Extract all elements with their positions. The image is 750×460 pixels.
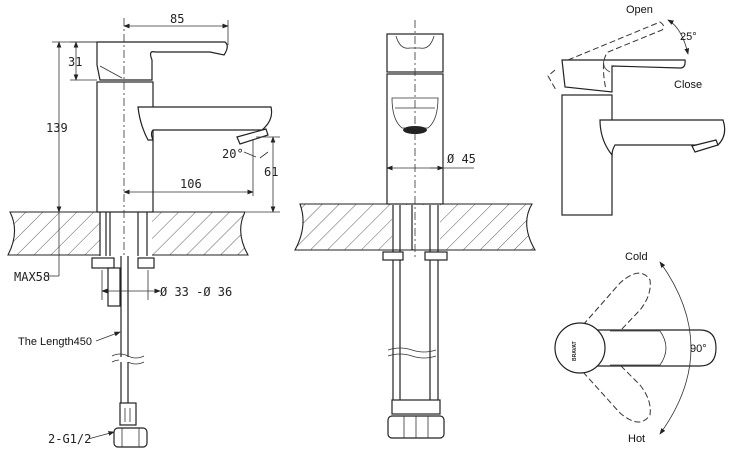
tilt-body: [561, 94, 613, 216]
connector-label: 2-G1/2: [48, 432, 91, 446]
dim-handle-height: 31: [68, 55, 82, 69]
tilt-angle: 25°: [680, 31, 697, 43]
handle: [96, 41, 228, 81]
hot-label: Hot: [628, 433, 645, 445]
dim-total-height: 139: [46, 121, 68, 135]
side-view: 85 31 139 106 61 20° MAX58 Ø 33 -Ø 36 Th…: [7, 12, 280, 448]
dim-max-counter: MAX58: [14, 270, 50, 284]
dim-spout-angle: 20°: [222, 147, 244, 161]
open-label: Open: [626, 4, 653, 16]
fixing-nut: [91, 257, 115, 269]
lever-tilt-view: Open 25° Close: [547, 4, 726, 216]
dim-hole: Ø 33 -Ø 36: [160, 285, 232, 299]
brand-logo: BRAVAT: [572, 341, 578, 361]
rotation-arc: [659, 261, 692, 435]
dim-spout-reach: 106: [180, 177, 202, 191]
rotation-angle: 90°: [690, 343, 707, 355]
close-label: Close: [674, 79, 702, 91]
aerator: [236, 128, 269, 145]
dim-diameter: Ø 45: [447, 152, 476, 166]
hose-length-label: The Length450: [18, 336, 92, 348]
dim-spout-height: 61: [264, 165, 278, 179]
cold-label: Cold: [625, 251, 648, 263]
hose-ferrule: [119, 402, 137, 426]
lever-rotation-view: BRAVAT Cold 90° Hot: [554, 251, 717, 445]
faucet-body: [96, 81, 154, 213]
connector-nut: [113, 427, 148, 448]
dim-width: 85: [170, 12, 184, 26]
spout: [137, 106, 273, 141]
handle-cap: [554, 322, 606, 374]
aerator-outlet: [403, 126, 427, 134]
front-view: Ø 45: [294, 20, 536, 439]
